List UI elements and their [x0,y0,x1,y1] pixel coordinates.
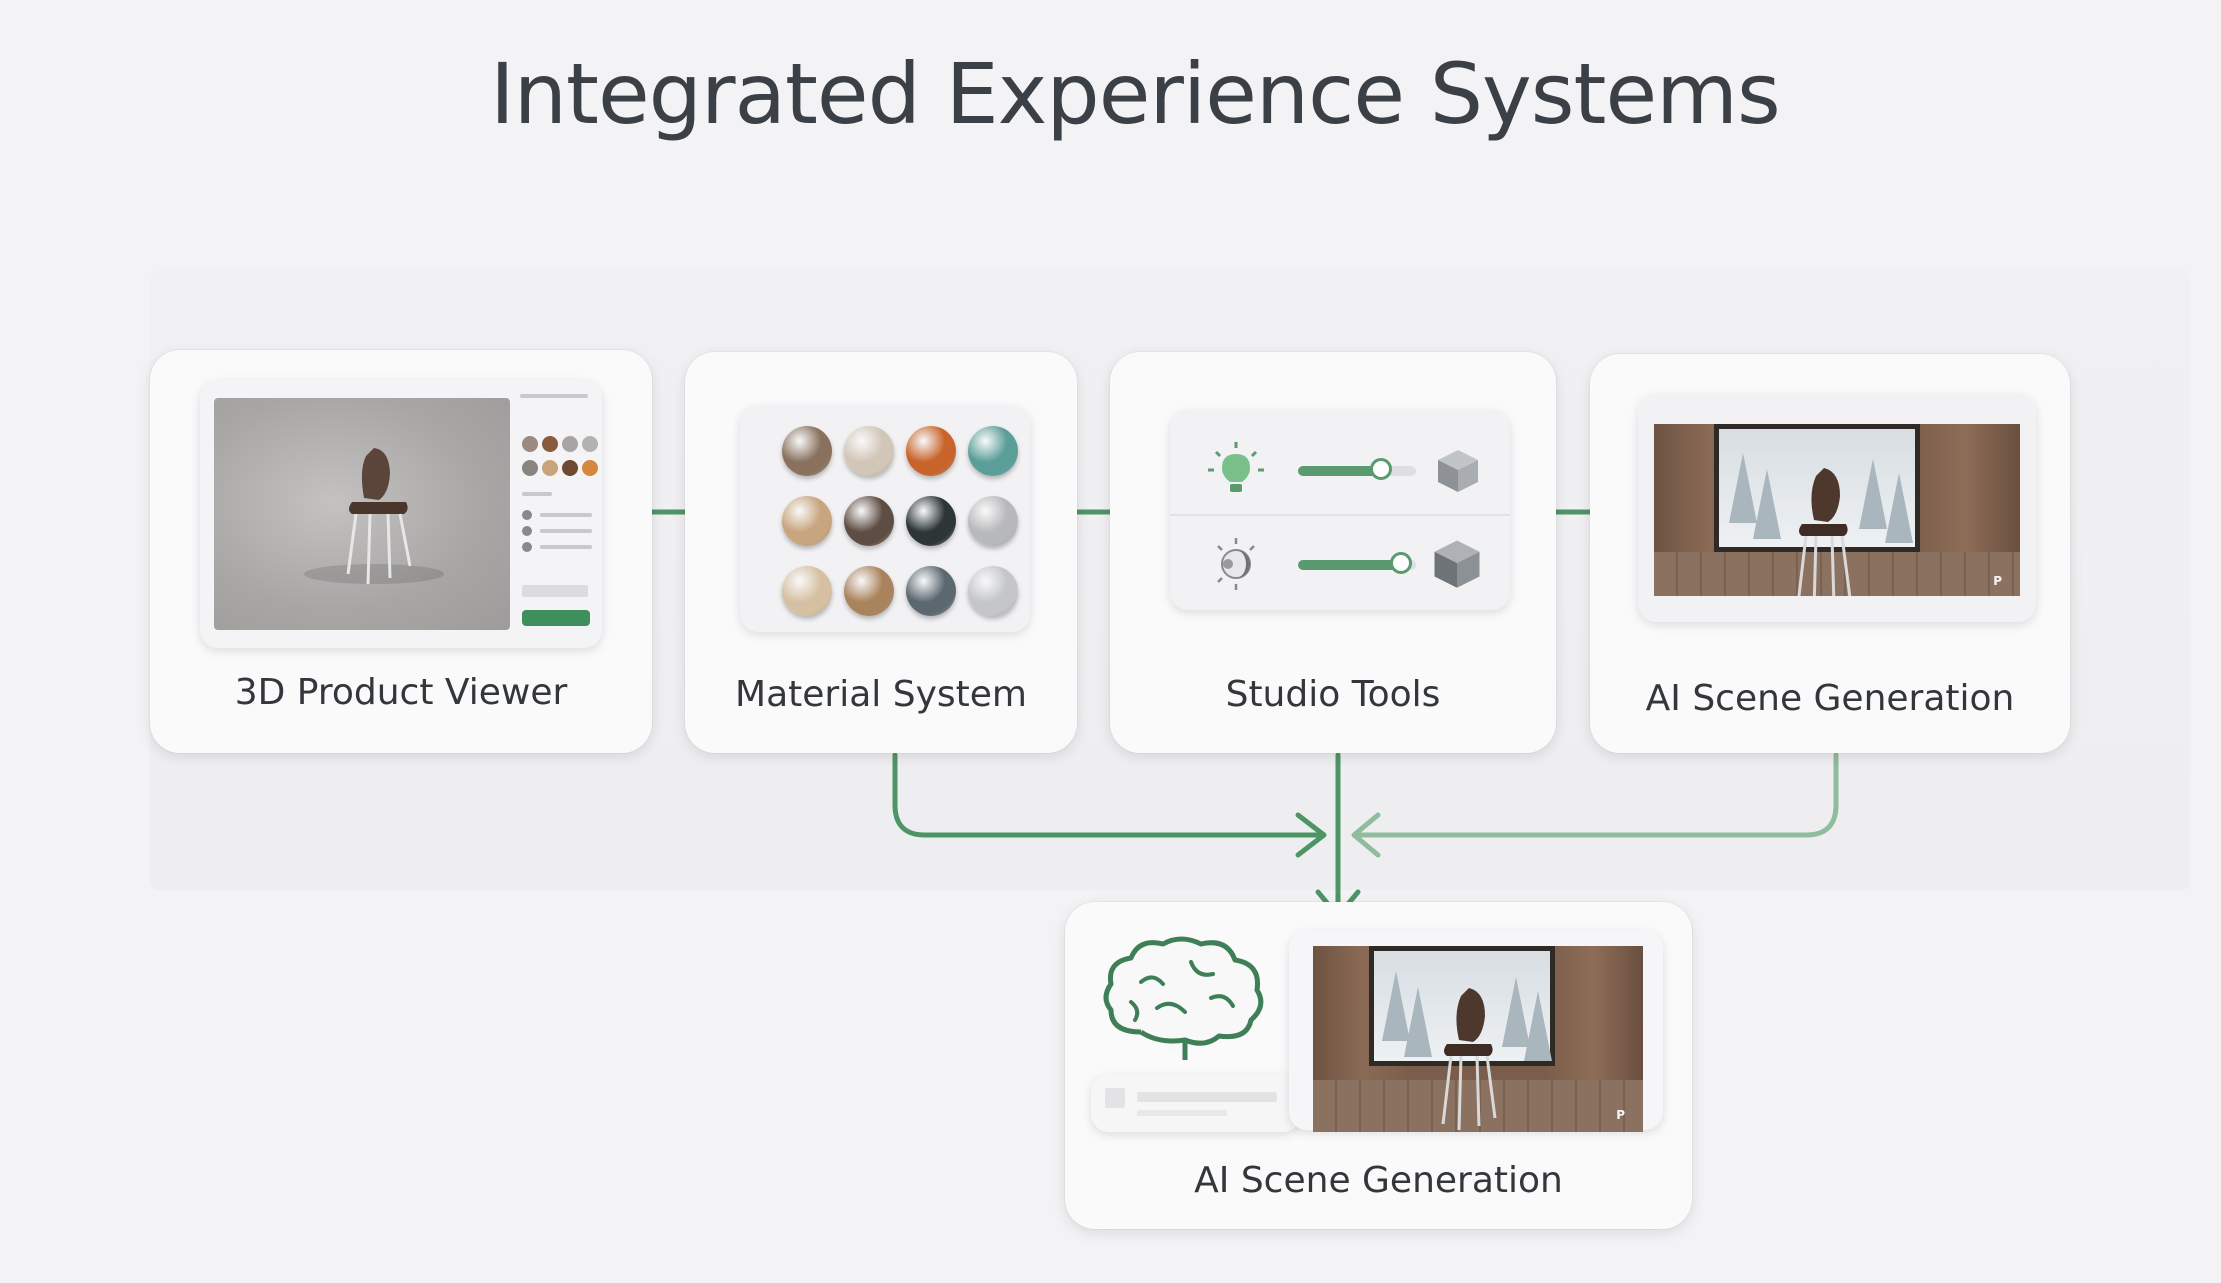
card-label-viewer: 3D Product Viewer [234,672,568,713]
viewer-viewport [214,398,510,630]
viewer-action-button [522,610,590,626]
shadow-slider-knob[interactable] [1390,552,1412,574]
output-scene-image: P [1313,946,1643,1132]
scene-frame: P [1638,394,2036,622]
material-sphere[interactable] [844,566,894,616]
material-sphere[interactable] [782,426,832,476]
swatch-dot [562,436,578,452]
card-ai-scene-generation-output[interactable]: P AI Scene Generation [1065,902,1692,1229]
studio-panel [1170,410,1510,610]
material-palette [740,406,1030,632]
watermark-logo: P [1616,1108,1625,1122]
material-sphere[interactable] [968,426,1018,476]
swatch-dot [582,436,598,452]
card-label-studio: Studio Tools [1225,674,1441,715]
panel-line [540,545,592,549]
card-label-material: Material System [735,674,1027,715]
swatch-dot [542,460,558,476]
scene-floor [1654,552,2020,596]
material-sphere[interactable] [906,426,956,476]
card-label-ai-top: AI Scene Generation [1645,678,2015,719]
material-sphere[interactable] [906,496,956,546]
swatch-dot [542,436,558,452]
card-label-ai-bottom: AI Scene Generation [1194,1160,1563,1201]
option-dot [522,510,532,520]
light-slider-knob[interactable] [1370,458,1392,480]
chair-icon [304,448,444,585]
option-dot [522,542,532,552]
swatch-dot [522,436,538,452]
prompt-input-mockup [1091,1074,1301,1132]
material-sphere[interactable] [782,566,832,616]
light-slider-fill [1298,466,1378,476]
material-sphere[interactable] [968,496,1018,546]
studio-divider [1170,514,1510,516]
cube-icon [1438,450,1478,492]
swatch-dot [562,460,578,476]
output-scene-frame: P [1289,930,1663,1132]
cube-icon [1434,540,1480,588]
shadow-slider[interactable] [1298,552,1416,574]
panel-line [522,585,588,597]
panel-line [540,529,592,533]
card-3d-product-viewer[interactable]: 3D Product Viewer [150,350,652,753]
material-sphere[interactable] [968,566,1018,616]
panel-line [522,492,552,496]
card-material-system[interactable]: Material System [685,352,1077,753]
chair-icon [1797,468,1852,596]
swatch-dot [582,460,598,476]
chair-icon [1441,988,1497,1131]
watermark-logo: P [1993,574,2002,588]
panel-line [540,513,592,517]
connector-material-down [892,752,1327,858]
light-slider[interactable] [1298,458,1416,480]
brain-icon [1103,936,1264,1060]
moon-sun-icon [1217,538,1255,590]
material-sphere[interactable] [844,496,894,546]
shadow-slider-fill [1298,560,1398,570]
material-sphere[interactable] [782,496,832,546]
panel-tab-line [520,394,588,398]
option-dot [522,526,532,536]
material-sphere[interactable] [844,426,894,476]
viewer-mockup [200,380,602,648]
page-title: Integrated Experience Systems [490,45,1781,143]
connector-ai-down [1351,752,1839,858]
scene-image: P [1654,424,2020,596]
lightbulb-icon [1208,442,1264,492]
card-ai-scene-generation[interactable]: P AI Scene Generation [1590,354,2070,753]
card-studio-tools[interactable]: Studio Tools [1110,352,1556,753]
swatch-dot [522,460,538,476]
material-sphere[interactable] [906,566,956,616]
